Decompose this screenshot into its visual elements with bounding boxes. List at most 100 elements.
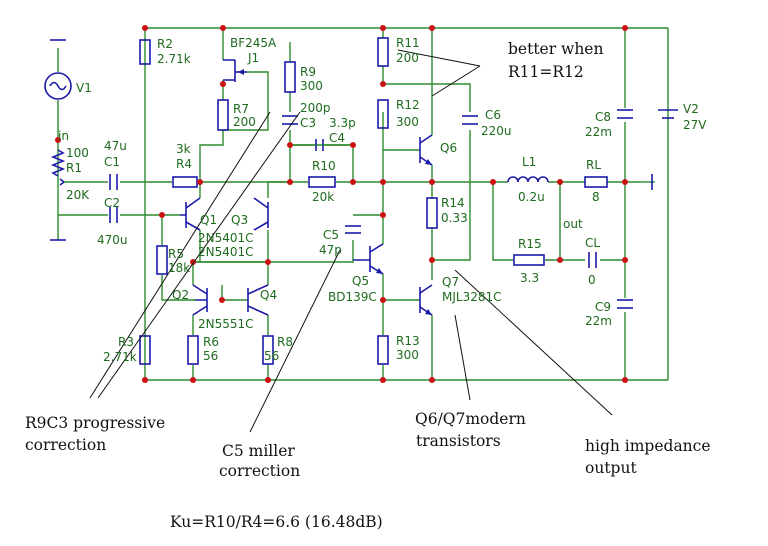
label-r1-wiper: 20K	[66, 188, 90, 202]
c1-capacitor	[109, 174, 118, 190]
label-r3: R3	[118, 335, 134, 349]
label-r15: R15	[518, 237, 542, 251]
label-c4: C4	[329, 131, 345, 145]
label-q4: Q4	[260, 288, 277, 302]
label-r12: R12	[396, 98, 420, 112]
annotation-leader-lines	[89, 49, 613, 433]
label-r6-value: 56	[203, 349, 218, 363]
label-r14: R14	[441, 196, 465, 210]
q7-transistor	[419, 284, 433, 316]
label-j1-model: BF245A	[230, 36, 277, 50]
label-r4-value: 3k	[176, 142, 191, 156]
label-c1: C1	[104, 155, 120, 169]
c8-capacitor	[617, 109, 633, 119]
label-in: in	[58, 129, 69, 143]
label-c6-value: 220u	[481, 124, 512, 138]
label-q1: Q1	[200, 213, 217, 227]
c4-capacitor	[290, 139, 353, 151]
label-r7-value: 200	[233, 115, 256, 129]
label-c5-value: 47p	[319, 243, 342, 257]
label-v2: V2	[683, 102, 699, 116]
annotation-q6q7-line2: transistors	[416, 432, 501, 450]
q4-transistor	[247, 284, 269, 316]
label-r9: R9	[300, 65, 316, 79]
label-q2: Q2	[172, 288, 189, 302]
annotations: better when R11=R12 R9C3 progressive cor…	[25, 40, 711, 531]
j1-jfet	[223, 59, 247, 82]
label-q3: Q3	[231, 213, 248, 227]
annotation-c5-line2: correction	[219, 462, 300, 480]
cl-capacitor	[588, 252, 597, 268]
label-c6: C6	[485, 108, 501, 122]
annotation-r9c3-line2: correction	[25, 436, 106, 454]
label-r13: R13	[396, 334, 420, 348]
label-j1: J1	[247, 51, 259, 65]
label-r4: R4	[176, 157, 192, 171]
v2-battery	[658, 109, 678, 119]
r1-potentiometer	[50, 149, 66, 186]
label-q24-model: 2N5551C	[198, 317, 254, 331]
label-c2-value: 470u	[97, 233, 128, 247]
label-r5: R5	[168, 247, 184, 261]
label-q13-bottom: 2N5401C	[198, 245, 254, 259]
label-cl-value: 0	[588, 273, 596, 287]
label-r9-value: 300	[300, 79, 323, 93]
annotation-high-impedance-line1: high impedance	[585, 437, 711, 455]
label-q13-top: 2N5401C	[198, 231, 254, 245]
label-r14-value: 0.33	[441, 211, 468, 225]
label-v2-value: 27V	[683, 118, 707, 132]
label-r2: R2	[157, 37, 173, 51]
label-cl: CL	[585, 236, 600, 250]
label-c9-value: 22m	[585, 314, 612, 328]
label-r15-value: 3.3	[520, 271, 539, 285]
label-r1: R1	[66, 161, 82, 175]
label-r6: R6	[203, 335, 219, 349]
junction-nodes	[55, 25, 628, 383]
label-r3-value: 2.71k	[103, 350, 137, 364]
label-l1-value: 0.2u	[518, 190, 545, 204]
label-c8-value: 22m	[585, 125, 612, 139]
label-q5: Q5	[352, 274, 369, 288]
label-rl: RL	[586, 158, 601, 172]
annotation-high-impedance-line2: output	[585, 459, 637, 477]
annotation-gain-formula: Ku=R10/R4=6.6 (16.48dB)	[170, 513, 383, 531]
label-rl-value: 8	[592, 190, 600, 204]
label-c3-value: 200p	[300, 101, 331, 115]
v1-source	[44, 39, 72, 241]
label-c1-value: 47u	[104, 139, 127, 153]
q1-transistor	[180, 197, 201, 231]
label-r5-value: 18k	[168, 261, 190, 275]
label-r11-value: 200	[396, 51, 419, 65]
label-r1-value: 100	[66, 146, 89, 160]
component-labels: V1 in 100 R1 20K 47u C1 C2 470u R2 2.71k…	[58, 36, 707, 364]
label-c9: C9	[595, 300, 611, 314]
label-r2-value: 2.71k	[157, 52, 191, 66]
label-out: out	[563, 217, 583, 231]
c2-capacitor	[109, 207, 118, 223]
q5-transistor	[353, 243, 384, 275]
annotation-r9c3-line1: R9C3 progressive	[25, 414, 165, 432]
label-v1: V1	[76, 81, 92, 95]
c3-capacitor	[282, 115, 298, 125]
label-q6: Q6	[440, 141, 457, 155]
label-r8: R8	[277, 335, 293, 349]
l1-inductor	[507, 176, 549, 183]
label-c8: C8	[595, 110, 611, 124]
label-r8-value: 56	[264, 349, 279, 363]
label-q7: Q7	[442, 275, 459, 289]
label-r10: R10	[312, 159, 336, 173]
label-q5-model: BD139C	[328, 290, 377, 304]
annotation-better-when: better when	[508, 40, 603, 58]
c5-capacitor	[345, 225, 361, 234]
label-r10-value: 20k	[312, 190, 334, 204]
label-q7-model: MJL3281C	[442, 290, 502, 304]
label-c3: C3	[300, 116, 316, 130]
label-r11: R11	[396, 36, 420, 50]
label-r7: R7	[233, 102, 249, 116]
c6-capacitor	[462, 115, 478, 125]
label-c5: C5	[323, 228, 339, 242]
c9-capacitor	[617, 299, 633, 309]
label-r13-value: 300	[396, 348, 419, 362]
resistors	[139, 37, 608, 365]
